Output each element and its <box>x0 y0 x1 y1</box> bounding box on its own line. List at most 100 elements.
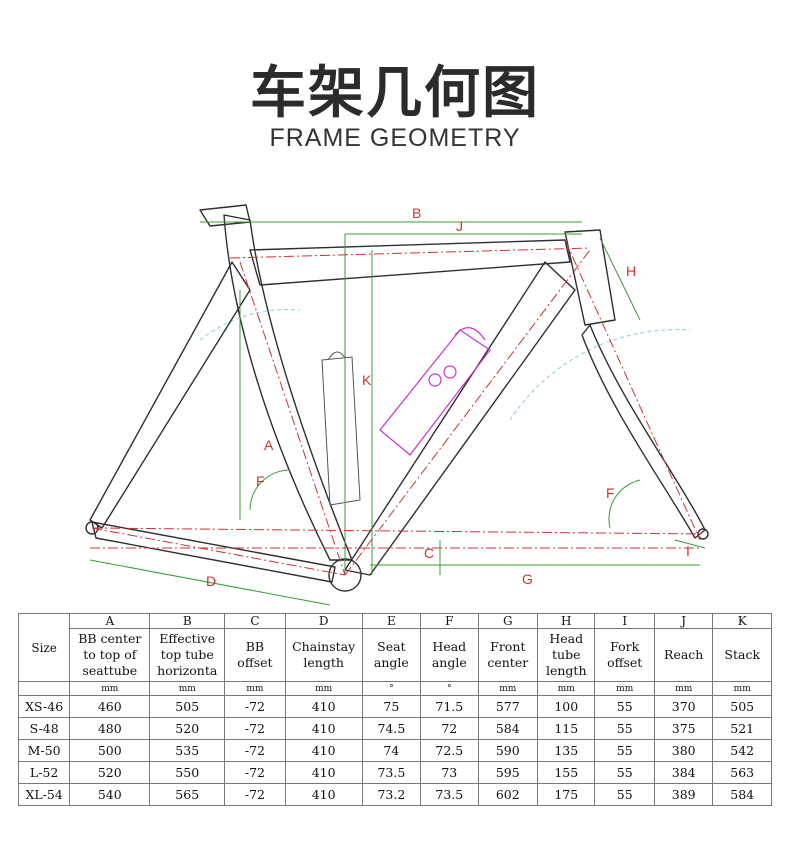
value-cell: 115 <box>537 717 596 740</box>
value-cell: 595 <box>477 761 539 784</box>
value-cell: 55 <box>594 717 655 740</box>
value-cell: 505 <box>712 695 772 718</box>
value-cell: 100 <box>537 695 596 718</box>
value-cell: 590 <box>477 739 539 762</box>
value-cell: 480 <box>69 717 151 740</box>
value-cell: 74.5 <box>361 717 422 740</box>
dim-label-a: A <box>264 437 274 453</box>
dimension-lines-red <box>90 239 704 576</box>
col-letter-f: F <box>420 613 479 629</box>
table-row: M-50 500 535 -72 410 74 72.5 590 135 55 … <box>17 739 772 762</box>
unit-d: mm <box>284 681 363 696</box>
unit-a: mm <box>69 681 151 696</box>
unit-k: mm <box>712 681 772 696</box>
unit-j: mm <box>653 681 714 696</box>
dimension-labels: B J H K A F F C D G I <box>206 205 690 589</box>
size-cell: L-52 <box>17 761 71 784</box>
value-cell: 505 <box>149 695 226 718</box>
col-letter-i: I <box>594 613 655 629</box>
dim-label-i: I <box>686 543 690 559</box>
value-cell: 584 <box>712 783 772 806</box>
size-cell: XL-54 <box>17 783 71 806</box>
col-letter-g: G <box>477 613 539 629</box>
value-cell: 389 <box>653 783 714 806</box>
value-cell: 74 <box>361 739 422 762</box>
value-cell: 500 <box>69 739 151 762</box>
col-name-j: Reach <box>653 628 714 682</box>
value-cell: 380 <box>653 739 714 762</box>
dim-label-f-front: F <box>606 485 615 501</box>
value-cell: 520 <box>149 717 226 740</box>
value-cell: 73.2 <box>361 783 422 806</box>
unit-empty <box>17 681 71 696</box>
value-cell: 540 <box>69 783 151 806</box>
bottle-outline-magenta <box>379 327 491 456</box>
dim-label-b: B <box>412 205 421 221</box>
size-cell: XS-46 <box>17 695 71 718</box>
dim-label-f-rear: F <box>256 473 265 489</box>
value-cell: -72 <box>224 739 286 762</box>
value-cell: 75 <box>361 695 422 718</box>
value-cell: 71.5 <box>420 695 479 718</box>
unit-g: mm <box>477 681 539 696</box>
col-name-k: Stack <box>712 628 772 682</box>
value-cell: 72.5 <box>420 739 479 762</box>
value-cell: 135 <box>537 739 596 762</box>
table-row: XL-54 540 565 -72 410 73.2 73.5 602 175 … <box>17 783 772 806</box>
col-letter-h: H <box>537 613 596 629</box>
value-cell: 175 <box>537 783 596 806</box>
value-cell: -72 <box>224 783 286 806</box>
value-cell: 375 <box>653 717 714 740</box>
col-letter-c: C <box>224 613 286 629</box>
value-cell: -72 <box>224 761 286 784</box>
unit-h: mm <box>537 681 596 696</box>
table-row: L-52 520 550 -72 410 73.5 73 595 155 55 … <box>17 761 772 784</box>
value-cell: 542 <box>712 739 772 762</box>
col-letter-b: B <box>149 613 226 629</box>
value-cell: 602 <box>477 783 539 806</box>
unit-c: mm <box>224 681 286 696</box>
value-cell: -72 <box>224 695 286 718</box>
unit-b: mm <box>149 681 226 696</box>
value-cell: 55 <box>594 739 655 762</box>
value-cell: 55 <box>594 761 655 784</box>
page-title-english: FRAME GEOMETRY <box>269 124 521 152</box>
dimension-lines-green <box>89 221 706 606</box>
wheel-arcs <box>199 308 691 421</box>
value-cell: 410 <box>284 717 363 740</box>
value-cell: 73.5 <box>420 783 479 806</box>
value-cell: 55 <box>594 695 655 718</box>
dim-label-d: D <box>206 573 216 589</box>
col-letter-e: E <box>361 613 422 629</box>
value-cell: 73 <box>420 761 479 784</box>
value-cell: 72 <box>420 717 479 740</box>
value-cell: 370 <box>653 695 714 718</box>
value-cell: 410 <box>284 739 363 762</box>
dim-label-h: H <box>626 263 636 279</box>
value-cell: 521 <box>712 717 772 740</box>
dim-label-c: C <box>424 545 434 561</box>
table-unit-row: mm mm mm mm ° ° mm mm mm mm mm <box>17 681 772 696</box>
table-row: S-48 480 520 -72 410 74.5 72 584 115 55 … <box>17 717 772 740</box>
page-title-chinese: 车架几何图 <box>250 61 540 126</box>
value-cell: 577 <box>477 695 539 718</box>
size-header: Size <box>17 613 71 682</box>
table-letter-row: Size A B C D E F G H I J K <box>17 613 772 682</box>
value-cell: -72 <box>224 717 286 740</box>
value-cell: 535 <box>149 739 226 762</box>
value-cell: 384 <box>653 761 714 784</box>
col-letter-a: A <box>69 613 151 629</box>
col-letter-j: J <box>653 613 714 629</box>
value-cell: 73.5 <box>361 761 422 784</box>
value-cell: 565 <box>149 783 226 806</box>
dim-label-k: K <box>362 372 372 388</box>
col-letter-d: D <box>284 613 363 629</box>
value-cell: 410 <box>284 761 363 784</box>
